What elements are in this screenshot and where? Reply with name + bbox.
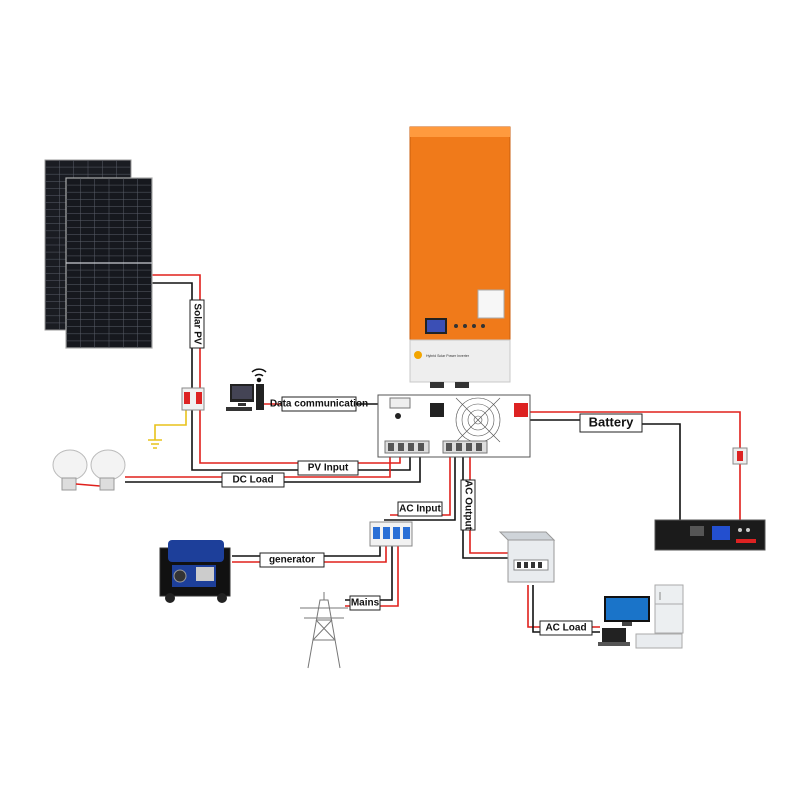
battery-display [712, 526, 730, 540]
solar-panel-front [65, 177, 153, 349]
label-solar-pv-text: Solar PV [191, 303, 202, 344]
label-pv-input-text: PV Input [308, 463, 349, 474]
refrigerator-icon [654, 584, 684, 634]
label-ac-input-text: AC Input [399, 504, 441, 515]
fan-grill-icon [455, 397, 501, 443]
power-tower-icon [300, 592, 348, 669]
pv-terminal-block [384, 440, 430, 454]
battery-terminal-positive [514, 403, 528, 417]
battery-terminal-negative [430, 403, 444, 417]
rs232-port [389, 397, 411, 409]
dc-load-positive-wire [125, 455, 391, 478]
inverter: Hybrid Solar Power Inverter [409, 126, 511, 388]
ac-input-breakers [369, 521, 413, 547]
light-bulb-icon-1 [52, 449, 101, 491]
mains-wire-black [345, 545, 393, 601]
microwave-icon [635, 633, 683, 649]
label-pv-input: PV Input [297, 460, 359, 476]
pv-input-positive-wire [199, 410, 401, 464]
label-generator: generator [259, 552, 325, 568]
inverter-terminal-panel [377, 394, 531, 458]
distribution-box-icon [498, 531, 556, 583]
label-mains: Mains [349, 595, 381, 611]
ac-terminal-block [442, 440, 488, 454]
dc-breaker [181, 387, 205, 411]
light-bulb-icon-2 [90, 449, 126, 491]
label-ac-load: AC Load [539, 620, 593, 636]
label-ac-output: AC Output [460, 479, 476, 531]
wifi-icon [251, 368, 267, 383]
laptop-icon [598, 628, 630, 646]
computer-icon [226, 384, 264, 411]
label-ac-input: AC Input [397, 501, 443, 517]
battery-unit [654, 519, 766, 551]
solar-panels [44, 159, 153, 349]
label-battery: Battery [579, 413, 643, 433]
solar-positive-wire [150, 274, 201, 395]
battery-positive-wire [528, 411, 741, 520]
ground-wire [154, 400, 187, 440]
tv-monitor-icon [604, 596, 650, 626]
ac-input-black-wire [384, 455, 456, 521]
battery-fuse [732, 447, 748, 465]
solar-negative-wire [150, 282, 193, 395]
label-dc-load: DC Load [221, 472, 285, 488]
label-solar-pv: Solar PV [189, 299, 205, 349]
label-dc-load-text: DC Load [232, 475, 273, 486]
label-data-communication-text: Data communication [270, 399, 368, 410]
label-mains-text: Mains [351, 598, 380, 609]
sun-logo-icon [414, 351, 422, 359]
battery-negative-wire-2 [642, 423, 681, 520]
label-ac-load-text: AC Load [545, 623, 586, 634]
label-generator-text: generator [269, 555, 315, 566]
label-ac-output-text: AC Output [462, 480, 473, 531]
inverter-brand: Hybrid Solar Power Inverter [426, 354, 470, 358]
ground-icon [148, 439, 162, 449]
generator-icon [159, 540, 231, 603]
label-battery-text: Battery [589, 414, 635, 429]
label-data-communication: Data communication [270, 396, 368, 412]
ac-output-red-wire [469, 455, 510, 554]
